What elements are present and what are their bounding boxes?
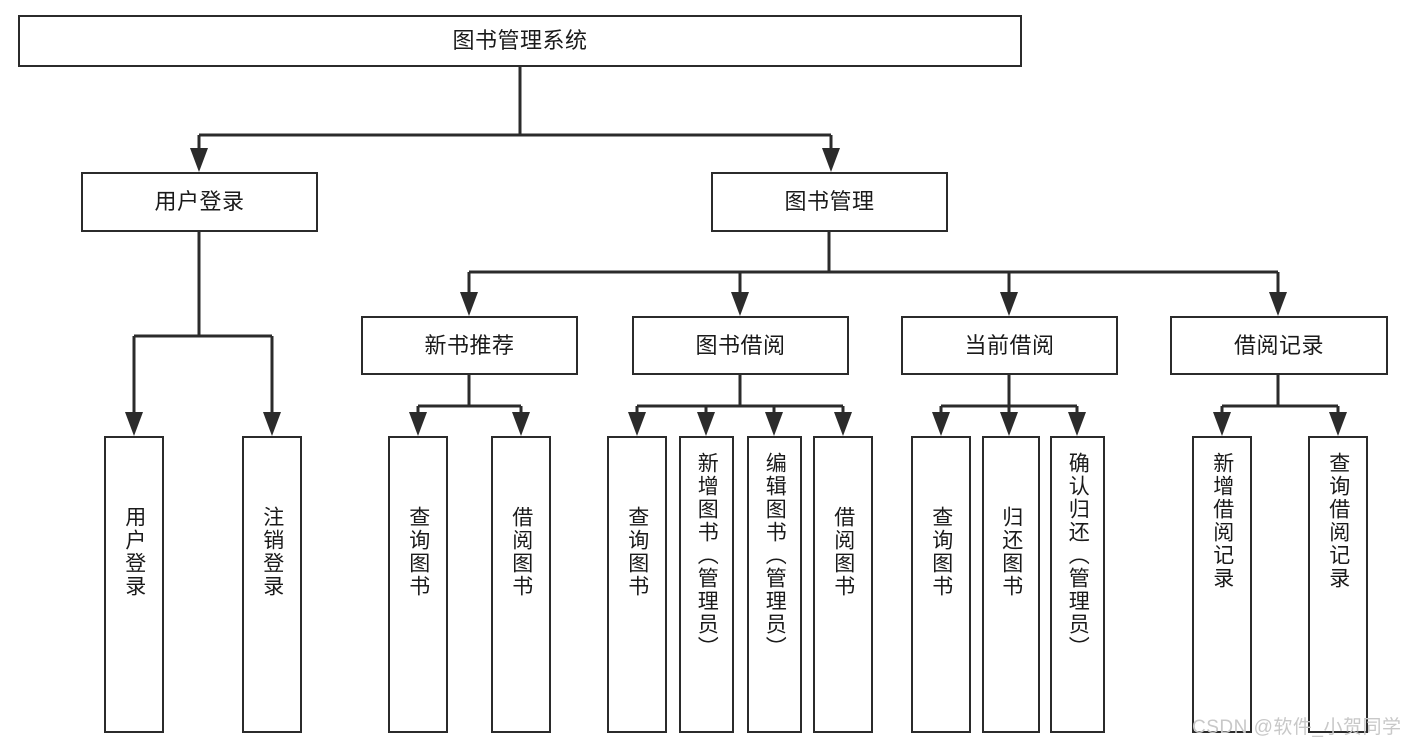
leaf-current-borrow-query-book[interactable]: 查询图书 [911, 436, 971, 733]
arrowhead-currentborrow-leaf-2 [1000, 412, 1018, 436]
node-label: 用户登录 [154, 189, 245, 215]
leaf-borrow-record-add-record[interactable]: 新增借阅记录 [1192, 436, 1252, 733]
arrowhead-bookborrow-leaf-2 [697, 412, 715, 436]
node-label: 借阅记录 [1233, 332, 1324, 358]
arrowhead-l2-1 [460, 292, 478, 316]
arrowhead-to-book-manage [822, 148, 840, 172]
leaf-book-borrow-edit-book-admin[interactable]: 编辑图书（管理员） [747, 436, 802, 733]
csdn-watermark: CSDN @软件_小贺同学 [1192, 717, 1402, 738]
node-label: 图书借阅 [695, 332, 786, 358]
node-label: 新增借阅记录 [1210, 452, 1234, 590]
node-label: 借阅图书 [509, 506, 533, 598]
node-label: 查询图书 [625, 506, 649, 598]
arrowhead-newbook-leaf-1 [409, 412, 427, 436]
node-label: 编辑图书（管理员） [763, 452, 787, 659]
node-user-login[interactable]: 用户登录 [81, 172, 318, 232]
arrowhead-bookborrow-leaf-1 [628, 412, 646, 436]
node-root-book-management-system[interactable]: 图书管理系统 [18, 15, 1022, 67]
leaf-current-borrow-confirm-return-admin[interactable]: 确认归还（管理员） [1050, 436, 1105, 733]
node-label: 归还图书 [999, 506, 1023, 598]
leaf-book-borrow-query-book[interactable]: 查询图书 [607, 436, 667, 733]
node-book-management[interactable]: 图书管理 [711, 172, 948, 232]
arrowhead-l2-2 [731, 292, 749, 316]
node-label: 借阅图书 [831, 506, 855, 598]
node-label: 图书管理 [784, 189, 875, 215]
arrowhead-currentborrow-leaf-3 [1068, 412, 1086, 436]
leaf-current-borrow-return-book[interactable]: 归还图书 [982, 436, 1040, 733]
arrowhead-to-user-login [190, 148, 208, 172]
leaf-borrow-record-query-record[interactable]: 查询借阅记录 [1308, 436, 1368, 733]
node-label: 查询图书 [406, 506, 430, 598]
node-label: 当前借阅 [964, 332, 1055, 358]
node-label: 用户登录 [122, 506, 146, 598]
leaf-book-borrow-add-book-admin[interactable]: 新增图书（管理员） [679, 436, 734, 733]
arrowhead-newbook-leaf-2 [512, 412, 530, 436]
arrowhead-userlogin-leaf-1 [125, 412, 143, 436]
node-book-borrow[interactable]: 图书借阅 [632, 316, 849, 375]
node-label: 新增图书（管理员） [695, 452, 719, 659]
arrowhead-currentborrow-leaf-1 [932, 412, 950, 436]
node-label: 确认归还（管理员） [1066, 452, 1090, 659]
node-label: 查询图书 [929, 506, 953, 598]
node-label: 图书管理系统 [452, 28, 588, 54]
node-label: 新书推荐 [424, 332, 515, 358]
node-borrow-record[interactable]: 借阅记录 [1170, 316, 1388, 375]
node-new-book-recommend[interactable]: 新书推荐 [361, 316, 578, 375]
arrowhead-borrowrecord-leaf-2 [1329, 412, 1347, 436]
leaf-new-book-borrow-book[interactable]: 借阅图书 [491, 436, 551, 733]
arrowhead-l2-4 [1269, 292, 1287, 316]
node-label: 注销登录 [260, 506, 284, 598]
arrowhead-userlogin-leaf-2 [263, 412, 281, 436]
leaf-user-login-login[interactable]: 用户登录 [104, 436, 164, 733]
arrowhead-bookborrow-leaf-3 [765, 412, 783, 436]
leaf-new-book-query-book[interactable]: 查询图书 [388, 436, 448, 733]
node-label: 查询借阅记录 [1326, 452, 1350, 590]
leaf-book-borrow-borrow-book[interactable]: 借阅图书 [813, 436, 873, 733]
arrowhead-l2-3 [1000, 292, 1018, 316]
arrowhead-bookborrow-leaf-4 [834, 412, 852, 436]
node-current-borrow[interactable]: 当前借阅 [901, 316, 1118, 375]
leaf-user-login-logout[interactable]: 注销登录 [242, 436, 302, 733]
arrowhead-borrowrecord-leaf-1 [1213, 412, 1231, 436]
